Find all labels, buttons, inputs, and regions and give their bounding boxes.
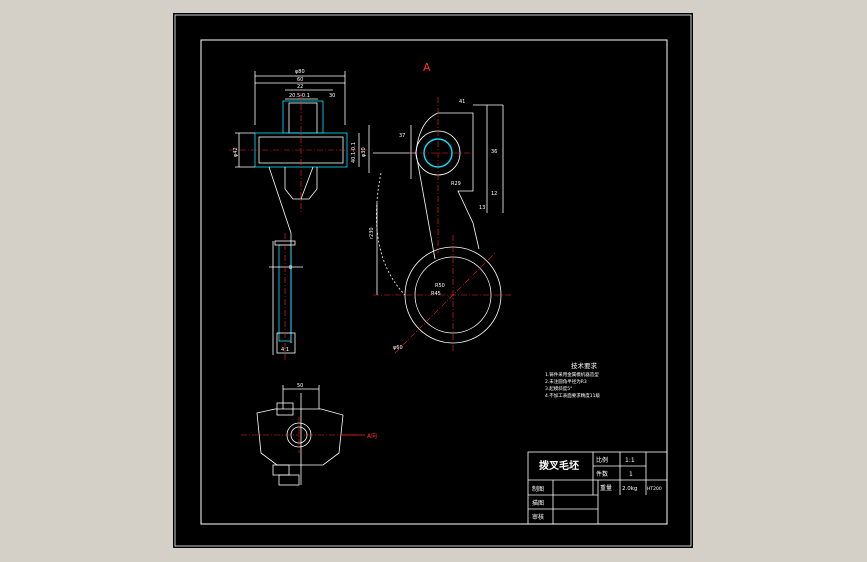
tech-item-4: 4.不加工表面要求精度11级 bbox=[545, 392, 601, 399]
dim-r29: R29 bbox=[451, 181, 461, 187]
material: HT200 bbox=[647, 486, 662, 492]
tech-item-3: 3.起模斜度5° bbox=[545, 385, 572, 392]
weight-label: 重量 bbox=[600, 484, 612, 492]
dim-plan-width: 50 bbox=[297, 383, 303, 389]
cad-drawing: φ80 60 22 20.5-0.1 30 φ42 40.1-0.1 φ30 8… bbox=[174, 14, 692, 547]
part-name: 拨叉毛坯 bbox=[539, 459, 579, 472]
dim-bore-tol: 20.5-0.1 bbox=[289, 93, 310, 99]
dim-r-big: r230 bbox=[369, 227, 375, 239]
dim-width-22: 22 bbox=[297, 84, 303, 90]
design-label: 描图 bbox=[532, 499, 544, 507]
dim-r37: 37 bbox=[399, 133, 405, 139]
dim-rb: R50 bbox=[435, 283, 445, 289]
view-label-direction: A向 bbox=[367, 432, 377, 440]
dim-dia-low: φ60 bbox=[393, 345, 403, 351]
dim-rs: R45 bbox=[431, 291, 441, 297]
drawing-sheet: φ80 60 22 20.5-0.1 30 φ42 40.1-0.1 φ30 8… bbox=[173, 13, 693, 548]
drawn-label: 制图 bbox=[532, 485, 544, 493]
dim-dia-right: φ30 bbox=[361, 147, 367, 157]
dim-width-60: 60 bbox=[297, 77, 303, 83]
qty-value: 1 bbox=[629, 471, 633, 478]
dim-dia-42: φ42 bbox=[233, 147, 239, 157]
qty-label: 件数 bbox=[596, 470, 608, 478]
tech-item-1: 1.铸件采用金属模机器造型 bbox=[545, 371, 599, 378]
dim-foot: 4:1 bbox=[281, 347, 289, 353]
inner-frame bbox=[200, 39, 668, 525]
view-label-a: A bbox=[423, 61, 431, 74]
title-block bbox=[527, 451, 668, 525]
scale-label: 比例 bbox=[596, 456, 608, 464]
tech-title: 技术要求 bbox=[571, 361, 598, 370]
section-centerlines bbox=[229, 93, 373, 361]
outer-border bbox=[174, 14, 692, 547]
dim-r41: 41 bbox=[459, 99, 465, 105]
dim-r13: 13 bbox=[479, 205, 485, 211]
section-view bbox=[235, 71, 370, 355]
dim-30: 30 bbox=[329, 93, 335, 99]
weight-value: 2.0kg bbox=[622, 486, 637, 492]
scale-value: 1:1 bbox=[625, 457, 635, 464]
tech-requirements: 技术要求 1.铸件采用金属模机器造型 2.未注圆角半径为R3 3.起模斜度5° … bbox=[545, 361, 601, 399]
check-label: 审核 bbox=[532, 513, 544, 521]
dim-r12: 12 bbox=[491, 191, 497, 197]
dim-top-overall: φ80 bbox=[295, 69, 305, 75]
front-centerlines bbox=[373, 97, 513, 354]
dim-stem: 8 bbox=[289, 265, 292, 271]
plan-centerlines bbox=[241, 417, 359, 453]
tech-item-2: 2.未注圆角半径为R3 bbox=[545, 378, 587, 385]
dim-r36: 36 bbox=[491, 149, 497, 155]
dim-dia-mid: 40.1-0.1 bbox=[351, 142, 357, 163]
